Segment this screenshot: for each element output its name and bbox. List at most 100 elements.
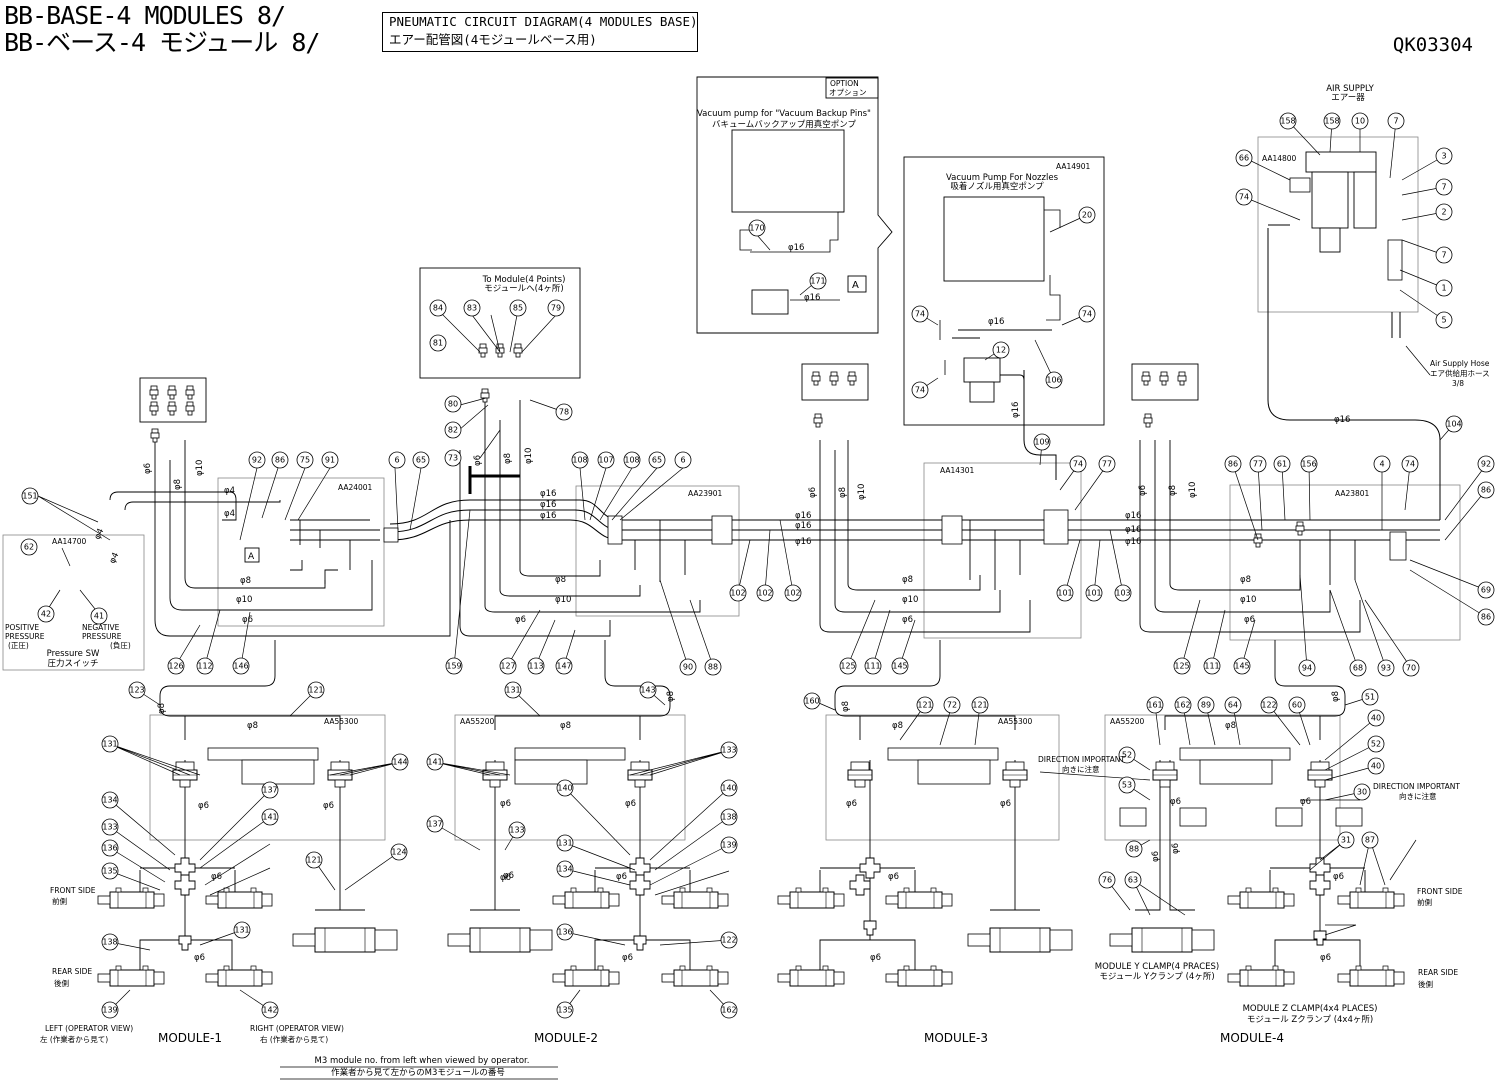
air-hose-size: 3/8 (1452, 379, 1464, 388)
tube-size-phi16: φ16 (1011, 402, 1021, 418)
part-balloon (556, 1001, 574, 1019)
part-balloon (1224, 696, 1242, 714)
tube-size-phi6: φ6 (1320, 953, 1331, 963)
unit-code-aa14301: AA14301 (940, 466, 975, 475)
part-balloon (196, 657, 214, 675)
part-balloon (1033, 433, 1051, 451)
tube-size-phi8: φ8 (555, 575, 566, 585)
right-view-label: RIGHT (OPERATOR VIEW) (250, 1024, 344, 1033)
front-side-left-jp: 前側 (52, 896, 67, 906)
part-balloon (509, 299, 527, 317)
tube-size-phi6: φ6 (211, 872, 222, 882)
part-balloon (445, 657, 463, 675)
z-clamp-label: MODULE Z CLAMP(4x4 PLACES) (1243, 1004, 1378, 1014)
tube-size-phi6: φ6 (888, 872, 899, 882)
part-number: 89 (1201, 701, 1211, 710)
part-number: 108 (572, 456, 587, 465)
tube-size-phi8: φ8 (892, 721, 903, 731)
part-number: 102 (730, 589, 745, 598)
part-number: 102 (785, 589, 800, 598)
tube-size-phi8: φ8 (666, 691, 676, 702)
tube-size-phi8: φ8 (1168, 485, 1178, 496)
rear-side-left: REAR SIDE (52, 967, 92, 976)
part-balloon (1203, 657, 1221, 675)
part-balloon (809, 272, 827, 290)
tube-size-phi16: φ16 (795, 521, 811, 531)
pressure-sw-label: Pressure SW (47, 649, 100, 659)
tube-size-phi6: φ6 (1151, 851, 1161, 862)
unit-code-aa23801: AA23801 (1335, 489, 1370, 498)
part-number: 84 (433, 304, 443, 313)
part-balloon (1435, 147, 1453, 165)
part-balloon (391, 753, 409, 771)
document-code: QK03304 (1392, 34, 1473, 56)
part-balloon (992, 341, 1010, 359)
part-number: 64 (1228, 701, 1238, 710)
part-balloon (1367, 757, 1385, 775)
front-side-right: FRONT SIDE (1417, 887, 1463, 896)
part-balloon (1435, 311, 1453, 329)
module-4-label: MODULE-4 (1220, 1031, 1284, 1045)
to-module-label-jp: モジュールへ(4ヶ所) (484, 283, 563, 294)
fitting-box-3 (1131, 363, 1199, 401)
leader-lines (37, 120, 1487, 1011)
part-balloon (504, 681, 522, 699)
part-number: 70 (1406, 664, 1416, 673)
tube-size-phi6: φ6 (622, 953, 633, 963)
tube-size-phi8: φ8 (1331, 691, 1341, 702)
part-number: 121 (917, 701, 932, 710)
part-number: 147 (556, 662, 571, 671)
part-number: 92 (252, 456, 262, 465)
part-number: 81 (433, 339, 443, 348)
part-balloon (1233, 657, 1251, 675)
part-number: 69 (1481, 586, 1491, 595)
tube-size-phi16: φ16 (1125, 511, 1141, 521)
part-balloon (233, 921, 251, 939)
part-balloon (1279, 112, 1297, 130)
part-balloon (101, 735, 119, 753)
neg-pressure-label: NEGATIVE (82, 623, 120, 632)
part-number: 83 (467, 304, 477, 313)
part-balloon (597, 451, 615, 469)
part-number: 101 (1086, 589, 1101, 598)
part-number: 76 (1102, 876, 1112, 885)
part-number: 122 (1261, 701, 1276, 710)
module-components (97, 747, 1405, 987)
vacuum-nozzle-box (903, 156, 1105, 426)
part-number: 170 (749, 224, 764, 233)
tube-size-phi8: φ8 (902, 575, 913, 585)
vac-backup-label-jp: バキュームバックアップ用真空ポンプ (712, 119, 856, 130)
part-number: 135 (102, 867, 117, 876)
tube-size-phi6: φ6 (242, 615, 253, 625)
part-number: 159 (446, 662, 461, 671)
part-balloon (426, 753, 444, 771)
tube-size-phi10: φ10 (555, 595, 571, 605)
part-balloon (1349, 659, 1367, 677)
part-number: 4 (1379, 460, 1384, 469)
part-number: 74 (1073, 460, 1083, 469)
rear-side-left-jp: 後側 (54, 978, 69, 988)
tube-size-phi10: φ10 (902, 595, 918, 605)
part-balloon (1435, 246, 1453, 264)
tube-size-phi10: φ10 (1240, 595, 1256, 605)
part-balloon (1078, 206, 1096, 224)
pos-pressure-label: POSITIVE (5, 623, 39, 632)
part-balloon (1353, 783, 1371, 801)
part-balloon (167, 657, 185, 675)
part-balloon (37, 605, 55, 623)
part-balloon (499, 657, 517, 675)
drawing-title-jp: BB-ベース-4 モジュール 8/ (4, 28, 320, 57)
part-number: 126 (168, 662, 183, 671)
tube-size-phi16: φ16 (788, 243, 804, 253)
part-number: 7 (1441, 183, 1446, 192)
diagram-title-box: PNEUMATIC CIRCUIT DIAGRAM(4 MODULES BASE… (382, 12, 698, 52)
part-balloon (571, 451, 589, 469)
tube-size-phi16: φ16 (804, 293, 820, 303)
tube-size-labels: φ16 φ16 φ16 φ16 φ16 φ16 φ16 φ16 φ16 φ16 … (93, 243, 1351, 963)
option-label: OPTION (830, 79, 859, 88)
part-balloon (1114, 584, 1132, 602)
air-hose-label-jp: エア供給用ホース (1430, 368, 1490, 378)
part-balloon (1197, 696, 1215, 714)
part-balloon (1361, 831, 1379, 849)
option-box (696, 76, 893, 334)
